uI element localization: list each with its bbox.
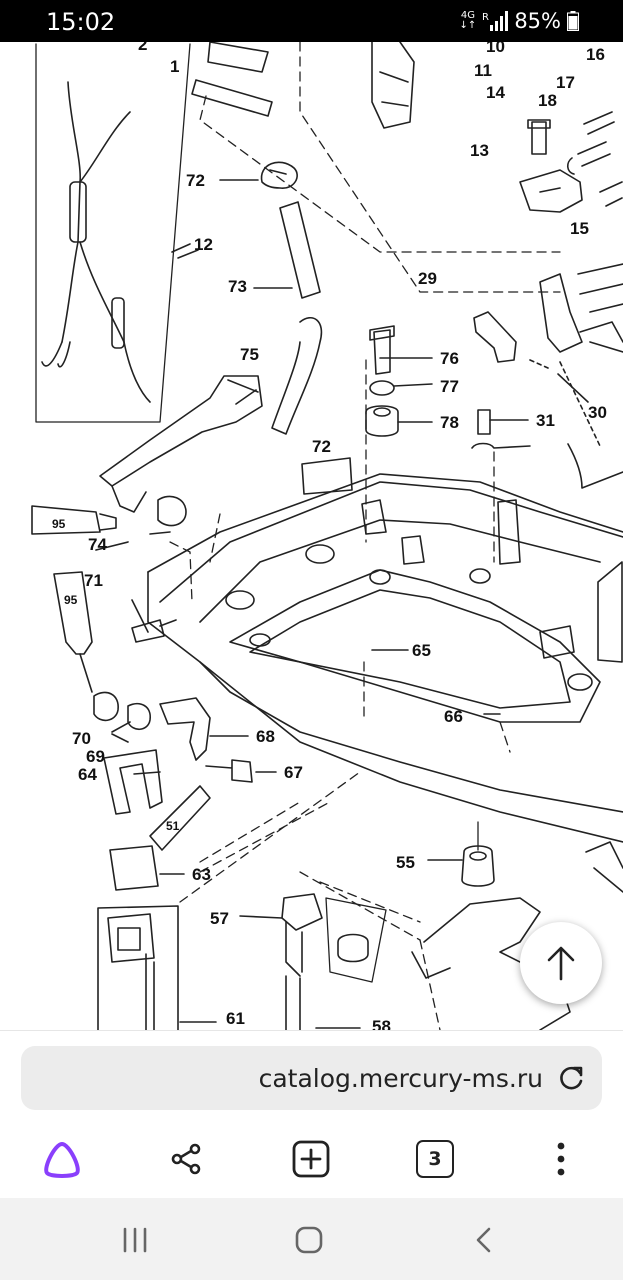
back-icon <box>476 1227 491 1253</box>
part-label: 18 <box>538 91 557 110</box>
part-label: 67 <box>284 763 303 782</box>
network-type-icon: 4G ↓↑ <box>460 11 477 31</box>
part-label: 17 <box>556 73 575 92</box>
home-icon <box>295 1226 323 1254</box>
more-menu-button[interactable] <box>539 1137 583 1181</box>
reload-icon[interactable] <box>558 1064 586 1092</box>
part-label: 77 <box>440 377 459 396</box>
part-label: 68 <box>256 727 275 746</box>
part-label: 55 <box>396 853 415 872</box>
part-label: 70 <box>72 729 91 748</box>
recent-apps-button[interactable] <box>115 1220 155 1260</box>
status-bar: 15:02 4G ↓↑ R 85% <box>0 0 623 42</box>
part-label: 76 <box>440 349 459 368</box>
part-label: 11 <box>474 61 492 80</box>
address-bar[interactable]: catalog.mercury-ms.ru <box>21 1046 602 1110</box>
part-label: 69 <box>86 747 105 766</box>
part-label: 30 <box>588 403 607 422</box>
part-label: 74 <box>88 535 107 554</box>
browser-toolbar: 3 <box>0 1131 623 1187</box>
status-time: 15:02 <box>46 8 116 36</box>
browser-bottom-panel: catalog.mercury-ms.ru <box>0 1030 623 1199</box>
part-label: 10 <box>486 42 505 56</box>
more-menu-icon <box>557 1142 565 1176</box>
network-type-label: 4G <box>460 10 475 21</box>
part-label: 13 <box>470 141 489 160</box>
home-button[interactable] <box>289 1220 329 1260</box>
tab-count: 3 <box>428 1148 442 1170</box>
alice-button[interactable] <box>40 1137 84 1181</box>
url-text[interactable]: catalog.mercury-ms.ru <box>258 1064 543 1093</box>
part-label: 72 <box>186 171 205 190</box>
network-activity-label: ↓↑ <box>459 20 477 31</box>
parts-diagram[interactable]: 2 1 10 11 16 17 14 18 13 15 72 12 73 29 … <box>0 42 623 1030</box>
battery-percent: 85% <box>514 9 561 33</box>
signal-icon: R <box>482 11 509 31</box>
part-label: 16 <box>586 45 605 64</box>
alice-assistant-icon <box>44 1142 80 1178</box>
new-tab-icon <box>292 1140 330 1178</box>
part-label: 31 <box>536 411 555 430</box>
system-navigation-bar <box>0 1198 623 1280</box>
part-label: 72 <box>312 437 331 456</box>
part-label: 1 <box>170 57 179 76</box>
part-label: 95 <box>52 517 66 531</box>
back-button[interactable] <box>464 1220 504 1260</box>
arrow-up-icon <box>547 946 575 981</box>
part-label: 58 <box>372 1017 391 1030</box>
part-label: 66 <box>444 707 463 726</box>
share-icon <box>171 1143 201 1175</box>
battery-icon <box>567 11 579 31</box>
part-label: 95 <box>64 593 78 607</box>
recent-apps-icon <box>123 1227 147 1253</box>
status-icons: 4G ↓↑ R 85% <box>460 9 579 33</box>
part-label: 29 <box>418 269 437 288</box>
part-label: 64 <box>78 765 97 784</box>
new-tab-button[interactable] <box>289 1137 333 1181</box>
part-label: 14 <box>486 83 505 102</box>
share-button[interactable] <box>164 1137 208 1181</box>
part-label: 51 <box>166 819 180 833</box>
part-label: 15 <box>570 219 589 238</box>
part-label: 71 <box>84 571 103 590</box>
part-label: 78 <box>440 413 459 432</box>
part-label: 61 <box>226 1009 245 1028</box>
part-label: 65 <box>412 641 431 660</box>
part-label: 75 <box>240 345 259 364</box>
tabs-button[interactable]: 3 <box>413 1137 457 1181</box>
parts-diagram-drawing: 2 1 10 11 16 17 14 18 13 15 72 12 73 29 … <box>31 42 623 1030</box>
scroll-to-top-button[interactable] <box>520 922 602 1004</box>
roaming-label: R <box>482 12 489 23</box>
part-label: 63 <box>192 865 211 884</box>
part-label: 57 <box>210 909 229 928</box>
part-label: 2 <box>138 42 147 54</box>
part-label: 12 <box>194 235 213 254</box>
part-label: 73 <box>228 277 247 296</box>
tabs-icon: 3 <box>416 1140 454 1178</box>
